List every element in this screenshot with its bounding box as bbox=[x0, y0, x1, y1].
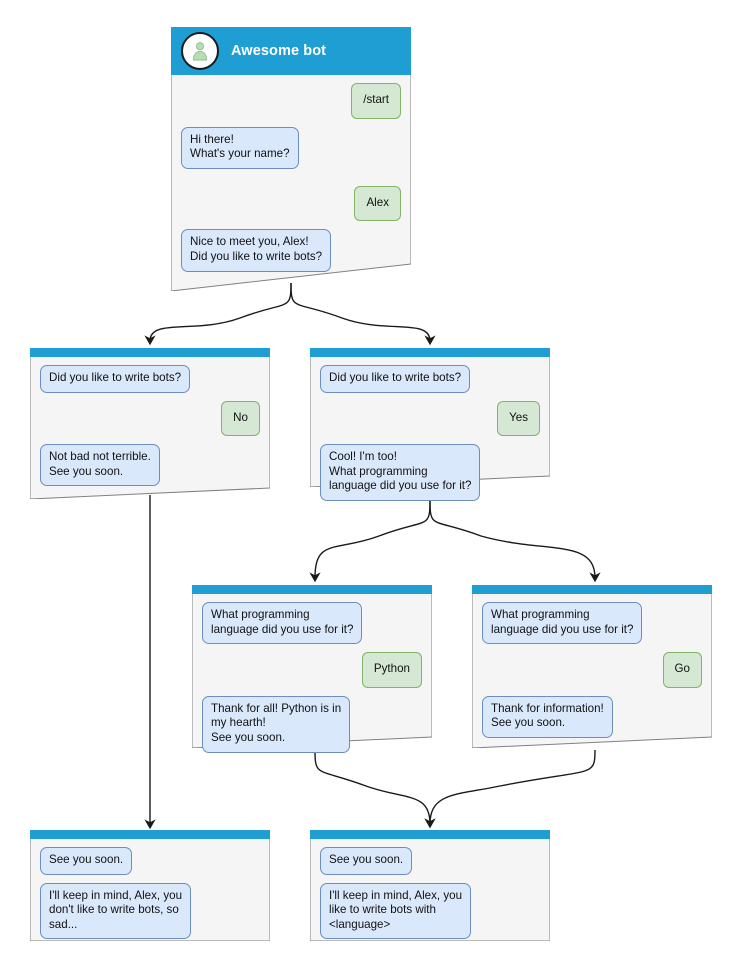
edge-yes-to-go bbox=[429, 499, 601, 583]
edge-yes-to-python bbox=[309, 499, 431, 583]
message-row: Thank for information! See you soon. bbox=[482, 695, 702, 738]
end-sad-chatlog: See you soon. I'll keep in mind, Alex, y… bbox=[30, 839, 270, 947]
root-chatlog: /start Hi there! What's your name? Alex … bbox=[171, 75, 411, 280]
bot-message-bubble: What programming language did you use fo… bbox=[482, 602, 643, 645]
edge-root-to-yes bbox=[290, 282, 436, 346]
node-end-happy[interactable]: See you soon. I'll keep in mind, Alex, y… bbox=[310, 830, 550, 941]
user-message-bubble: Python bbox=[361, 652, 422, 688]
message-row: See you soon. bbox=[320, 847, 540, 875]
root-titlebar: Awesome bot bbox=[171, 27, 411, 75]
user-message-bubble: Go bbox=[662, 652, 702, 688]
node-end-sad-content: See you soon. I'll keep in mind, Alex, y… bbox=[30, 830, 270, 941]
message-row: I'll keep in mind, Alex, you don't like … bbox=[40, 882, 260, 940]
go-branch-chatlog: What programming language did you use fo… bbox=[472, 594, 712, 746]
node-go-branch[interactable]: What programming language did you use fo… bbox=[472, 585, 712, 748]
edge-go-to-end-happy bbox=[424, 749, 596, 829]
message-row: What programming language did you use fo… bbox=[202, 602, 422, 645]
message-row: Did you like to write bots? bbox=[40, 365, 260, 393]
node-end-happy-content: See you soon. I'll keep in mind, Alex, y… bbox=[310, 830, 550, 941]
message-row: Nice to meet you, Alex! Did you like to … bbox=[181, 229, 401, 272]
user-message-bubble: No bbox=[221, 400, 260, 437]
edge-root-to-no bbox=[144, 282, 292, 346]
bot-message-bubble: Thank for information! See you soon. bbox=[482, 695, 613, 738]
node-yes-branch[interactable]: Did you like to write bots? Yes Cool! I'… bbox=[310, 348, 550, 501]
message-row: Thank for all! Python is in my hearth! S… bbox=[202, 695, 422, 753]
message-row: Alex bbox=[181, 185, 401, 222]
user-message-bubble: Yes bbox=[497, 400, 540, 437]
bot-message-bubble: Did you like to write bots? bbox=[40, 365, 191, 393]
bot-message-bubble: Nice to meet you, Alex! Did you like to … bbox=[181, 229, 332, 272]
node-root-content: Awesome bot /start Hi there! What's your… bbox=[171, 27, 411, 291]
message-row: Yes bbox=[320, 400, 540, 437]
bot-message-bubble: Not bad not terrible. See you soon. bbox=[40, 444, 160, 487]
user-message-bubble: Alex bbox=[354, 185, 401, 222]
node-python-branch-content: What programming language did you use fo… bbox=[192, 585, 432, 753]
bot-name-label: Awesome bot bbox=[231, 43, 327, 59]
node-python-branch[interactable]: What programming language did you use fo… bbox=[192, 585, 432, 753]
node-yes-branch-content: Did you like to write bots? Yes Cool! I'… bbox=[310, 348, 550, 501]
node-no-branch-content: Did you like to write bots? No Not bad n… bbox=[30, 348, 270, 499]
bot-message-bubble: I'll keep in mind, Alex, you like to wri… bbox=[320, 882, 472, 940]
message-row: /start bbox=[181, 83, 401, 119]
bot-message-bubble: Cool! I'm too! What programming language… bbox=[320, 444, 481, 501]
node-end-sad[interactable]: See you soon. I'll keep in mind, Alex, y… bbox=[30, 830, 270, 941]
message-row: What programming language did you use fo… bbox=[482, 602, 702, 645]
message-row: I'll keep in mind, Alex, you like to wri… bbox=[320, 882, 540, 940]
message-row: Did you like to write bots? bbox=[320, 365, 540, 393]
bot-message-bubble: I'll keep in mind, Alex, you don't like … bbox=[40, 882, 192, 940]
yes-branch-chatlog: Did you like to write bots? Yes Cool! I'… bbox=[310, 357, 550, 509]
message-row: Python bbox=[202, 652, 422, 688]
message-row: No bbox=[40, 400, 260, 437]
python-branch-chatlog: What programming language did you use fo… bbox=[192, 594, 432, 761]
node-no-branch[interactable]: Did you like to write bots? No Not bad n… bbox=[30, 348, 270, 499]
message-row: Cool! I'm too! What programming language… bbox=[320, 444, 540, 501]
message-row: Go bbox=[482, 652, 702, 688]
bot-message-bubble: See you soon. bbox=[320, 847, 413, 875]
end-happy-chatlog: See you soon. I'll keep in mind, Alex, y… bbox=[310, 839, 550, 947]
node-go-branch-content: What programming language did you use fo… bbox=[472, 585, 712, 748]
node-root[interactable]: Awesome bot /start Hi there! What's your… bbox=[171, 27, 411, 291]
spacer bbox=[181, 177, 401, 186]
edge-python-to-end-happy bbox=[314, 749, 436, 829]
message-row: See you soon. bbox=[40, 847, 260, 875]
message-row: Hi there! What's your name? bbox=[181, 126, 401, 169]
message-row: Not bad not terrible. See you soon. bbox=[40, 444, 260, 487]
bot-message-bubble: What programming language did you use fo… bbox=[202, 602, 363, 645]
bot-message-bubble: Did you like to write bots? bbox=[320, 365, 471, 393]
user-message-bubble: /start bbox=[351, 83, 401, 119]
person-avatar-icon bbox=[181, 32, 219, 70]
no-branch-chatlog: Did you like to write bots? No Not bad n… bbox=[30, 357, 270, 494]
bot-message-bubble: See you soon. bbox=[40, 847, 133, 875]
bot-message-bubble: Hi there! What's your name? bbox=[181, 126, 299, 169]
bot-message-bubble: Thank for all! Python is in my hearth! S… bbox=[202, 695, 351, 753]
